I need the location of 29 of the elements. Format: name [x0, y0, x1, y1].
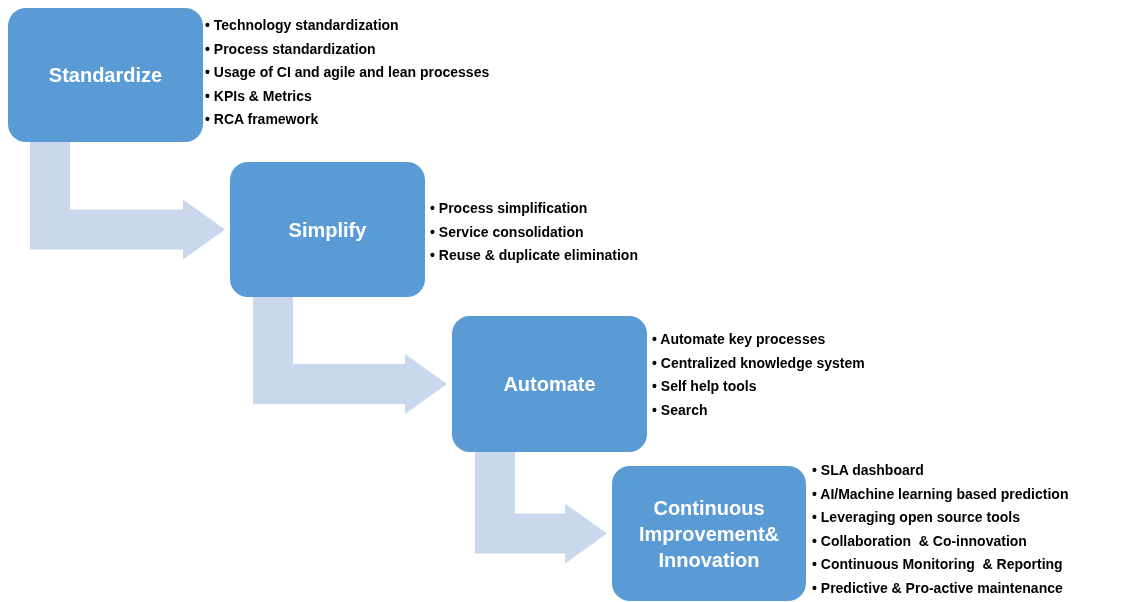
bullet-item: • AI/Machine learning based prediction — [812, 484, 1069, 504]
bullet-item: • Leveraging open source tools — [812, 508, 1021, 527]
step-title: Automate — [503, 372, 596, 397]
bullet-item: • Service consolidation — [430, 222, 585, 242]
bullet-item: • Predictive & Pro-active maintenance — [812, 578, 1064, 598]
bullet-item: • Collaboration & Co-innovation — [812, 531, 1028, 551]
bullet-item: • Centralized knowledge system — [652, 353, 865, 373]
step-title: Standardize — [48, 63, 163, 88]
bullet-item: • Reuse & duplicate elimination — [430, 246, 638, 265]
bullet-item: • Automate key processes — [652, 330, 827, 349]
bullet-item: • Process simplification — [430, 199, 589, 218]
bullet-item: • Usage of CI and agile and lean processes — [205, 63, 490, 82]
bullet-item: • Search — [652, 400, 709, 420]
step-title: Continuous Improvement& Innovation — [638, 495, 780, 573]
process-box — [230, 162, 425, 297]
bullet-item: • Process standardization — [205, 39, 377, 59]
bent-arrow — [475, 452, 607, 564]
process-box — [452, 316, 647, 452]
bullet-item: • RCA framework — [205, 110, 320, 129]
bullet-item: • Self help tools — [652, 377, 758, 396]
step-title: Simplify — [288, 217, 367, 243]
process-box — [8, 8, 203, 142]
bullet-item: • Continuous Monitoring & Reporting — [812, 555, 1064, 574]
bent-arrow — [30, 142, 225, 260]
process-box — [612, 466, 806, 601]
bent-arrow — [253, 297, 447, 414]
bullet-item: • SLA dashboard — [812, 461, 925, 480]
bullet-item: • KPIs & Metrics — [205, 86, 313, 106]
bullet-item: • Technology standardization — [205, 16, 400, 35]
